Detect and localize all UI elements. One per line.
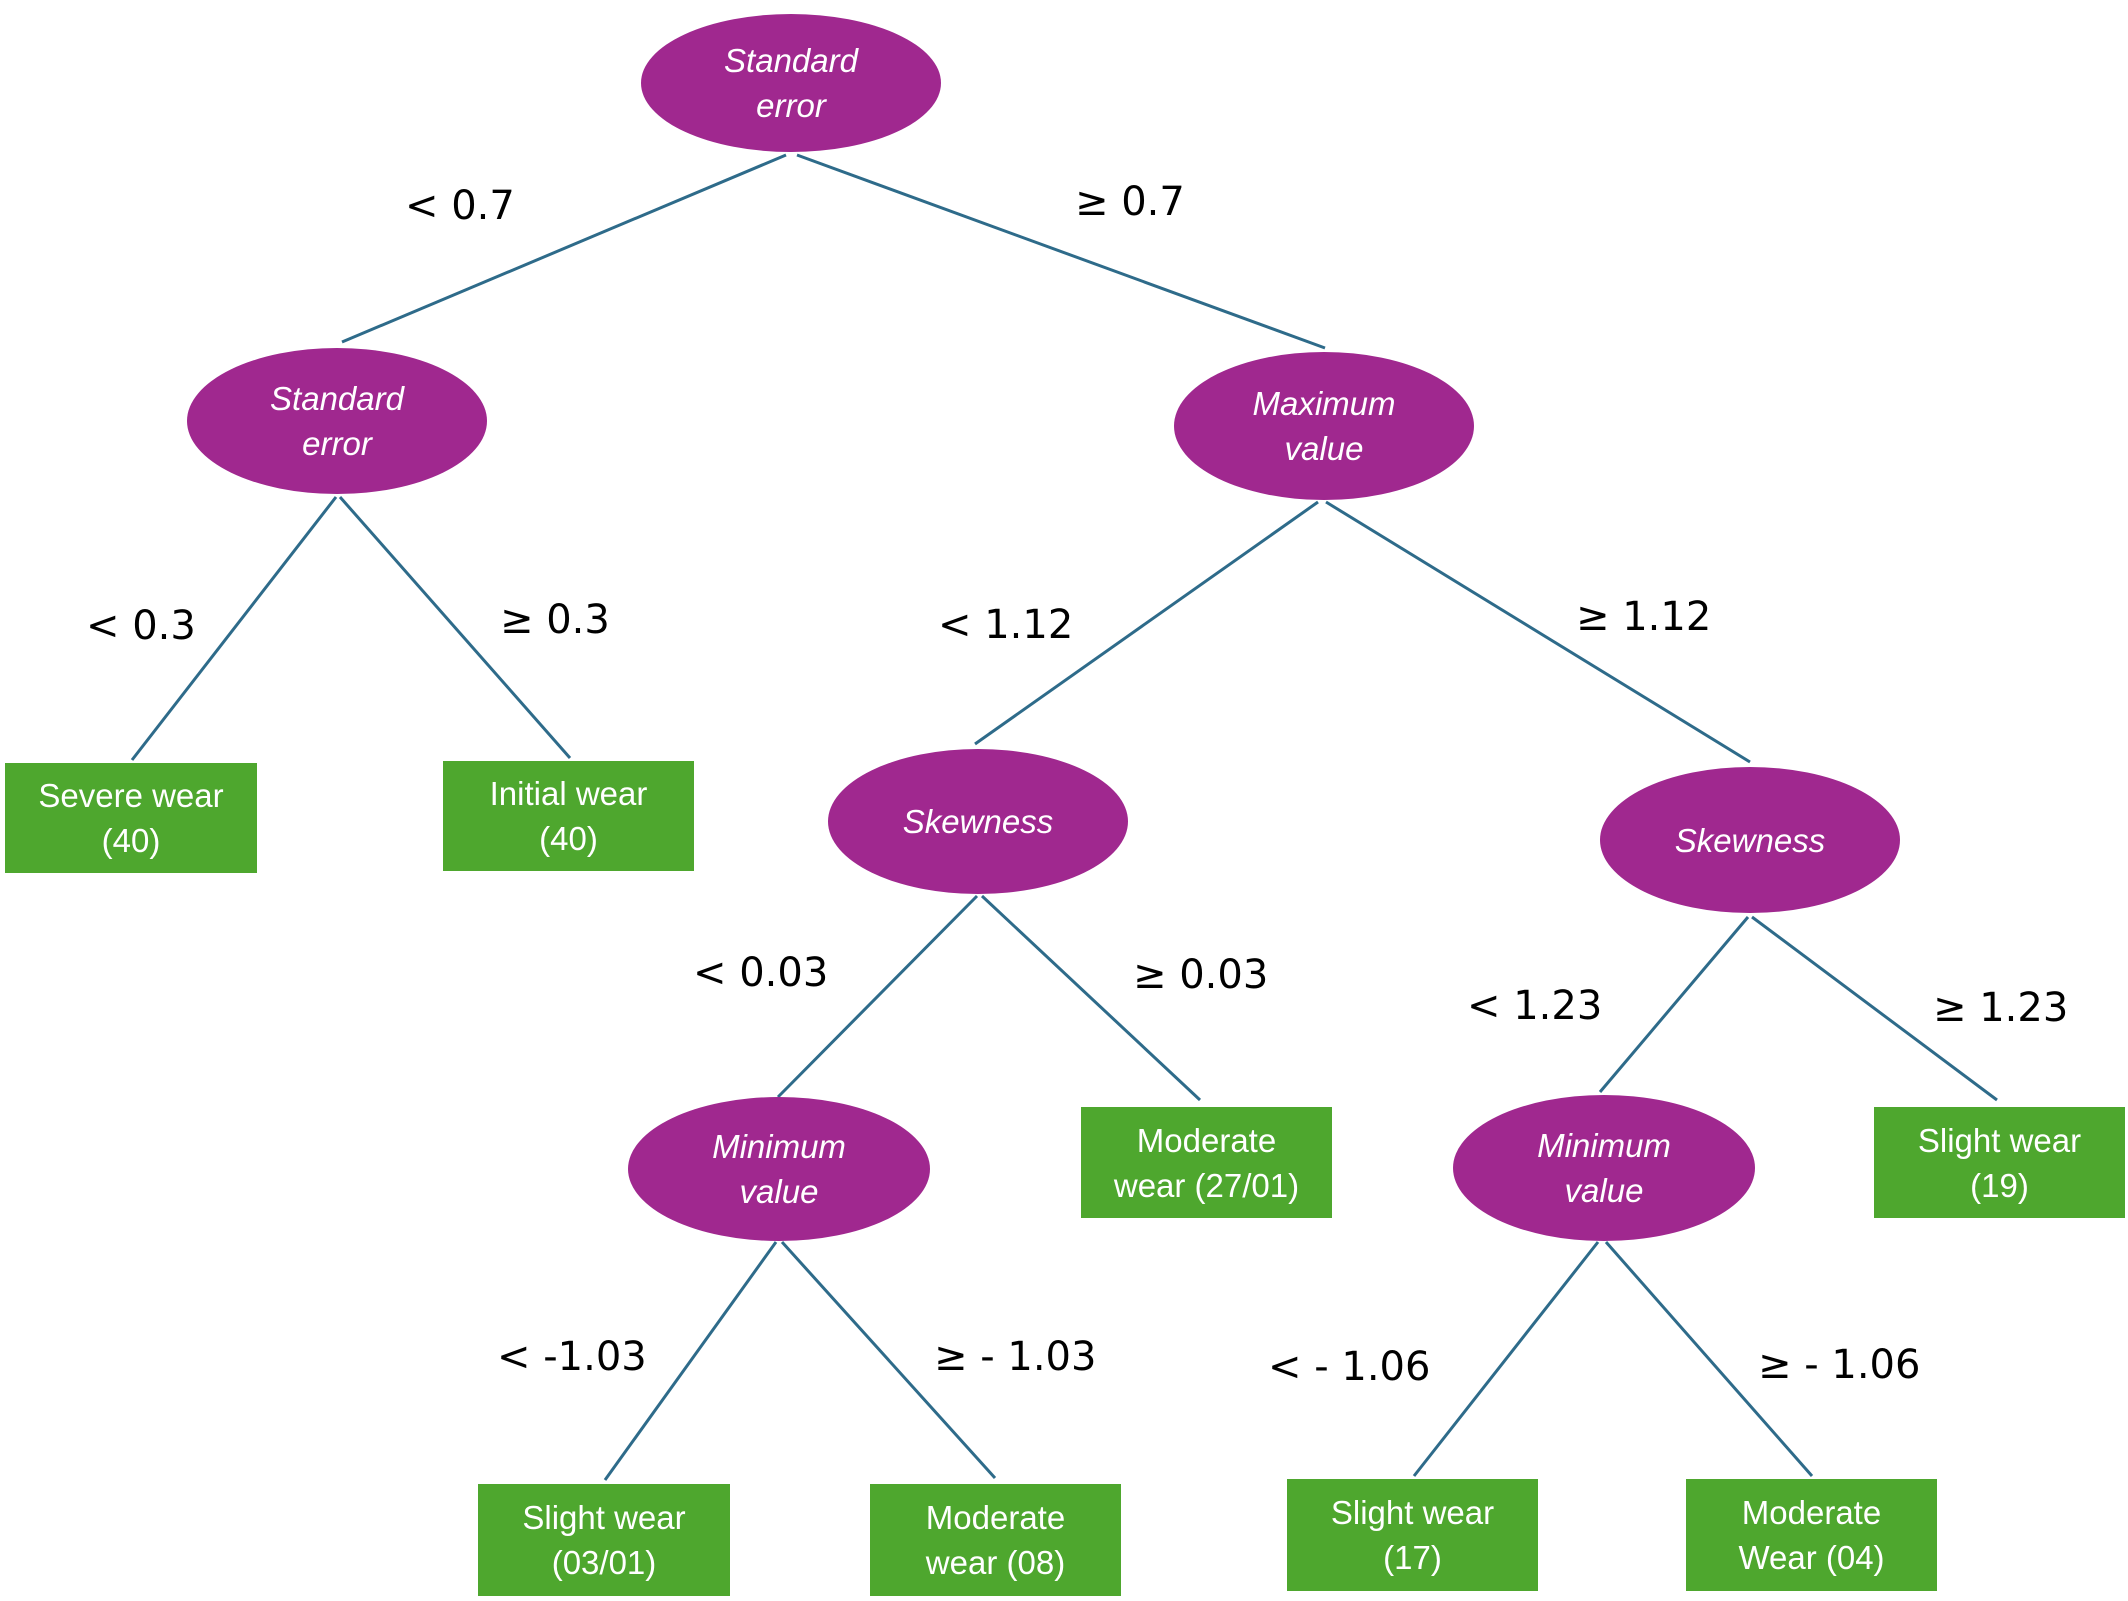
label-skew1-left: < 0.03 — [693, 950, 829, 996]
label-skew2-left: < 1.23 — [1467, 983, 1603, 1029]
leaf-slight-wear-03-01: Slight wear (03/01) — [478, 1484, 730, 1596]
edge-se2-severe — [130, 496, 338, 761]
node-minimum-value-right: Minimum value — [1453, 1095, 1755, 1241]
edge-root-maxval — [796, 153, 1326, 350]
leaf-slight-wear-17: Slight wear (17) — [1287, 1479, 1538, 1591]
edge-min2-slight17 — [1412, 1241, 1600, 1477]
leaf-moderate-wear-04: Moderate Wear (04) — [1686, 1479, 1937, 1591]
label-skew2-right: ≥ 1.23 — [1933, 985, 2069, 1031]
edge-min2-moderate04 — [1604, 1241, 1814, 1477]
label-se2-right: ≥ 0.3 — [500, 597, 610, 643]
node-minimum-value-left: Minimum value — [628, 1097, 930, 1241]
edge-maxval-skew1 — [974, 500, 1319, 746]
label-min1-right: ≥ - 1.03 — [934, 1334, 1097, 1380]
label-min1-left: < -1.03 — [497, 1334, 647, 1380]
label-maxval-left: < 1.12 — [938, 602, 1074, 648]
leaf-moderate-wear-27-01: Moderate wear (27/01) — [1081, 1107, 1332, 1218]
edge-min1-moderate08 — [780, 1240, 997, 1480]
label-min2-left: < - 1.06 — [1268, 1344, 1431, 1390]
leaf-initial-wear-40: Initial wear (40) — [443, 761, 694, 871]
node-root-standard-error: Standard error — [641, 14, 941, 152]
node-skewness-right: Skewness — [1600, 767, 1900, 913]
leaf-slight-wear-19: Slight wear (19) — [1874, 1107, 2125, 1218]
edge-root-se2 — [341, 153, 787, 344]
edge-skew2-slight19 — [1751, 915, 1998, 1102]
node-maximum-value: Maximum value — [1174, 352, 1474, 500]
label-root-right: ≥ 0.7 — [1075, 179, 1185, 225]
label-min2-right: ≥ - 1.06 — [1758, 1342, 1921, 1388]
edge-maxval-skew2 — [1325, 500, 1751, 764]
edge-skew2-min2 — [1598, 916, 1750, 1093]
label-skew1-right: ≥ 0.03 — [1133, 952, 1269, 998]
node-skewness-left: Skewness — [828, 749, 1128, 894]
leaf-moderate-wear-08: Moderate wear (08) — [870, 1484, 1121, 1596]
edge-min1-slight0301 — [603, 1241, 778, 1481]
label-maxval-right: ≥ 1.12 — [1576, 594, 1712, 640]
label-root-left: < 0.7 — [405, 183, 515, 229]
edge-se2-initial — [338, 496, 572, 759]
edge-skew1-min1 — [776, 894, 979, 1099]
label-se2-left: < 0.3 — [86, 603, 196, 649]
edge-skew1-moderate27 — [980, 894, 1202, 1102]
leaf-severe-wear-40: Severe wear (40) — [5, 763, 257, 873]
node-standard-error-left: Standard error — [187, 348, 487, 494]
